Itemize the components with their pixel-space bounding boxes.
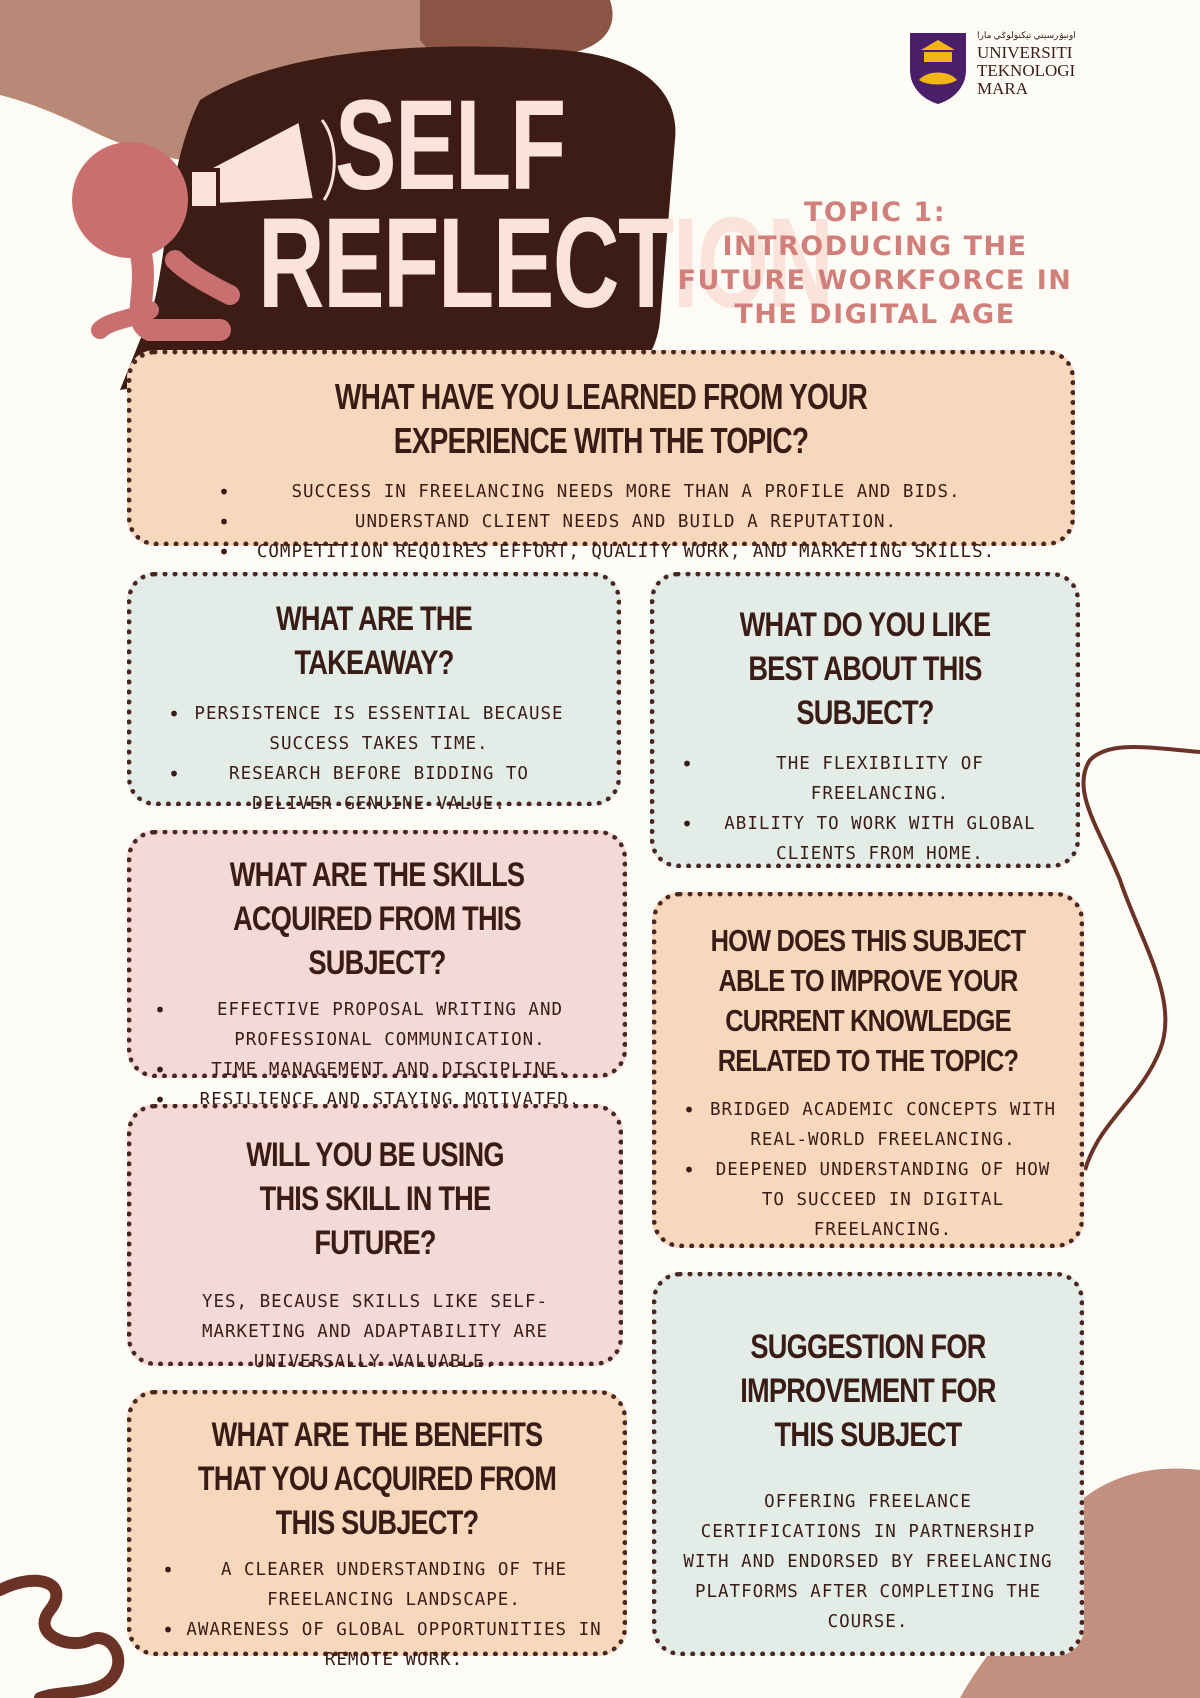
learned-card: WHAT HAVE YOU LEARNED FROM YOUR EXPERIEN… <box>127 350 1075 567</box>
future-heading: WILL YOU BE USING THIS SKILL IN THE FUTU… <box>246 1136 504 1262</box>
logo-line1: UNIVERSITI <box>977 43 1073 62</box>
topic-title: INTRODUCING THE FUTURE WORKFORCE IN THE … <box>677 231 1073 330</box>
like-best-card: WHAT DO YOU LIKE BEST ABOUT THIS SUBJECT… <box>650 572 1080 868</box>
top-left-light-blob <box>0 100 95 180</box>
character-illustration <box>72 142 240 341</box>
suggestion-card: SUGGESTION FOR IMPROVEMENT FOR THIS SUBJ… <box>652 1272 1084 1656</box>
right-wave-line <box>1081 745 1200 1171</box>
top-brown-blob <box>420 0 613 61</box>
list-item: SUCCESS IN FREELANCING NEEDS MORE THAN A… <box>218 477 1012 507</box>
title-self: SELF <box>335 74 566 217</box>
list-item: COMPETITION REQUIRES EFFORT, QUALITY WOR… <box>218 537 1012 567</box>
title-speech-bubble <box>72 46 676 396</box>
benefits-heading: WHAT ARE THE BENEFITS THAT YOU ACQUIRED … <box>197 1416 557 1542</box>
bottom-left-squiggle <box>0 1574 125 1698</box>
learned-list: SUCCESS IN FREELANCING NEEDS MORE THAN A… <box>150 477 1052 567</box>
improve-list: BRIDGED ACADEMIC CONCEPTS WITH REAL-WORL… <box>675 1095 1061 1245</box>
list-item: A CLEARER UNDERSTANDING OF THE FREELANCI… <box>162 1555 604 1615</box>
suggestion-heading: SUGGESTION FOR IMPROVEMENT FOR THIS SUBJ… <box>740 1328 996 1454</box>
benefits-list: A CLEARER UNDERSTANDING OF THE FREELANCI… <box>150 1555 604 1675</box>
list-item: EFFECTIVE PROPOSAL WRITING AND PROFESSIO… <box>154 995 604 1055</box>
logo-script: اونيۏرسيتي تيکنولوݢي مارا <box>977 30 1076 40</box>
like-best-list: THE FLEXIBILITY OF FREELANCING. ABILITY … <box>673 749 1057 869</box>
improve-heading: HOW DOES THIS SUBJECT ABLE TO IMPROVE YO… <box>710 923 1027 1078</box>
list-item: PERSISTENCE IS ESSENTIAL BECAUSE SUCCESS… <box>168 699 568 759</box>
topic-heading: TOPIC 1: INTRODUCING THE FUTURE WORKFORC… <box>665 196 1085 332</box>
suggestion-text: OFFERING FREELANCE CERTIFICATIONS IN PAR… <box>683 1492 1053 1632</box>
megaphone-icon <box>188 116 336 210</box>
list-item: BRIDGED ACADEMIC CONCEPTS WITH REAL-WORL… <box>683 1095 1061 1155</box>
list-item: RESEARCH BEFORE BIDDING TO DELIVER GENUI… <box>168 759 568 819</box>
future-text: YES, BECAUSE SKILLS LIKE SELF-MARKETING … <box>201 1292 549 1372</box>
university-logo: اونيۏرسيتي تيکنولوݢي مارا UNIVERSITI TEK… <box>907 30 1087 105</box>
title-reflection: REFLECTION <box>258 192 834 335</box>
list-item: AWARENESS OF GLOBAL OPPORTUNITIES IN REM… <box>162 1615 604 1675</box>
list-item: DEEPENED UNDERSTANDING OF HOW TO SUCCEED… <box>683 1155 1061 1245</box>
list-item: TIME MANAGEMENT AND DISCIPLINE. <box>154 1055 604 1085</box>
takeaway-heading: WHAT ARE THE TAKEAWAY? <box>276 600 473 682</box>
like-best-heading: WHAT DO YOU LIKE BEST ABOUT THIS SUBJECT… <box>739 606 991 732</box>
list-item: ABILITY TO WORK WITH GLOBAL CLIENTS FROM… <box>681 809 1057 869</box>
skills-heading: WHAT ARE THE SKILLS ACQUIRED FROM THIS S… <box>229 856 525 982</box>
benefits-card: WHAT ARE THE BENEFITS THAT YOU ACQUIRED … <box>127 1390 627 1670</box>
logo-line3: MARA <box>977 79 1029 98</box>
takeaway-list: PERSISTENCE IS ESSENTIAL BECAUSE SUCCESS… <box>150 699 598 819</box>
skills-list: EFFECTIVE PROPOSAL WRITING AND PROFESSIO… <box>150 995 604 1115</box>
skills-card: WHAT ARE THE SKILLS ACQUIRED FROM THIS S… <box>127 830 627 1115</box>
crest-icon <box>910 33 966 104</box>
list-item: THE FLEXIBILITY OF FREELANCING. <box>681 749 1057 809</box>
topic-label: TOPIC 1: <box>803 197 946 228</box>
takeaway-card: WHAT ARE THE TAKEAWAY? PERSISTENCE IS ES… <box>127 572 621 814</box>
learned-heading: WHAT HAVE YOU LEARNED FROM YOUR EXPERIEN… <box>334 376 868 461</box>
logo-line2: TEKNOLOGI <box>977 61 1076 80</box>
improve-card: HOW DOES THIS SUBJECT ABLE TO IMPROVE YO… <box>652 892 1084 1248</box>
future-card: WILL YOU BE USING THIS SKILL IN THE FUTU… <box>127 1104 623 1372</box>
list-item: UNDERSTAND CLIENT NEEDS AND BUILD A REPU… <box>218 507 1012 537</box>
